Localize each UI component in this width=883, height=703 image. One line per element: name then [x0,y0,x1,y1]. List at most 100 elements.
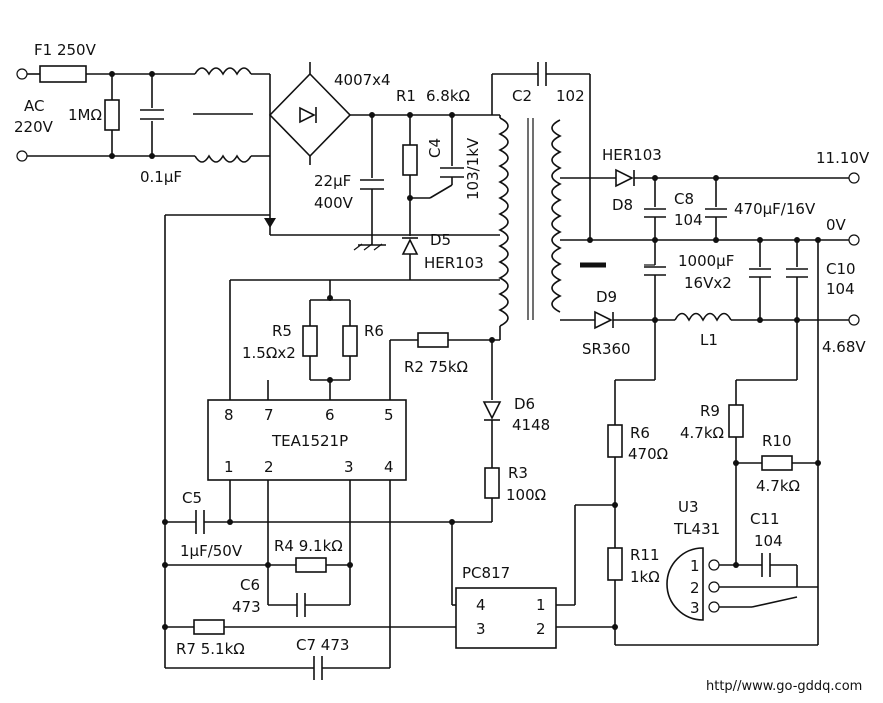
label-r1-value: 6.8kΩ [426,87,470,105]
label-22uf-value: 400V [314,194,354,212]
label-ic: TEA1521P [271,432,348,450]
diode-d9 [594,310,613,330]
label-u3-pin3: 3 [690,599,700,617]
resistor-r3 [484,467,500,499]
shunt-regulator-tl431 [666,547,704,621]
label-r6-secondary: R6 [630,424,650,442]
label-tl431: TL431 [673,520,720,538]
label-c2: C2 [512,87,532,105]
diode-d5 [401,238,419,255]
label-r1: R1 [396,87,416,105]
label-1110v: 11.10V [816,149,870,167]
label-1000uf-value: 16Vx2 [684,274,732,292]
label-0v: 0V [826,216,847,234]
choke-coil-bottom [194,154,252,163]
label-468v: 4.68V [822,338,866,356]
label-r5: R5 [272,322,292,340]
choke-coil-top [194,67,252,76]
label-pc-pin2: 2 [536,620,546,638]
resistor-r1 [402,144,418,176]
label-pc-pin3: 3 [476,620,486,638]
secondary-section [594,168,860,646]
label-r6-primary: R6 [364,322,384,340]
bridge-diode [299,106,316,124]
resistor-r10 [761,455,793,471]
diode-d8 [615,168,634,188]
label-c4-value: 103/1kV [464,137,482,200]
label-pin8: 8 [224,406,234,424]
resistor-r4 [295,557,327,573]
label-u3-pin1: 1 [690,557,700,575]
label-r6-secondary-value: 470Ω [628,445,668,463]
label-r11-value: 1kΩ [630,568,660,586]
label-r9: R9 [700,402,720,420]
label-r3: R3 [508,464,528,482]
label-pin1: 1 [224,458,234,476]
resistor-r6-primary [342,325,358,357]
label-c8-value: 104 [674,211,703,229]
resistor-r6-secondary [607,424,623,458]
label-r7: R7 5.1kΩ [176,640,245,658]
resistor-1m [104,99,120,131]
optocoupler-pc817 [455,587,557,649]
label-r10-value: 4.7kΩ [756,477,800,495]
label-220v: 220V [14,118,54,136]
transformer-secondary [551,119,562,313]
inductor-l1 [674,312,732,322]
output-terminal-468v [848,314,860,326]
resistor-r2 [417,332,449,348]
label-c11: C11 [750,510,780,528]
label-pc817: PC817 [462,564,510,582]
label-1000uf: 1000μF [678,252,734,270]
label-pin7: 7 [264,406,274,424]
resistor-r11 [607,547,623,581]
label-22uf: 22μF [314,172,351,190]
label-pc-pin4: 4 [476,596,486,614]
label-r3-value: 100Ω [506,486,546,504]
label-r2: R2 75kΩ [404,358,468,376]
label-r10: R10 [762,432,792,450]
label-pin2: 2 [264,458,274,476]
transformer-primary [498,117,509,327]
label-d8: D8 [612,196,633,214]
label-c6: C6 [240,576,260,594]
label-ac: AC [24,97,44,115]
ic-tea1521p [207,399,407,481]
label-c4: C4 [426,138,444,158]
label-her103: HER103 [602,146,662,164]
ac-terminal-bottom [16,150,28,162]
label-r5-value: 1.5Ωx2 [242,344,296,362]
label-l1: L1 [700,331,718,349]
label-r4: R4 9.1kΩ [274,537,343,555]
label-01uf: 0.1μF [140,168,182,186]
label-r9-value: 4.7kΩ [680,424,724,442]
resistor-r5 [302,325,318,357]
label-url: http//www.go-gddq.com [706,679,862,694]
label-c7: C7 473 [296,636,349,654]
fuse-f1 [39,65,87,83]
label-c6-value: 473 [232,598,261,616]
diode-d6 [482,401,502,420]
label-c5-value: 1μF/50V [180,542,243,560]
label-c5: C5 [182,489,202,507]
label-pin6: 6 [325,406,335,424]
label-d6: D6 [514,395,535,413]
label-bridge: 4007x4 [334,71,391,89]
primary-section [162,62,760,680]
label-c11-value: 104 [754,532,783,550]
output-terminal-1110v [848,172,860,184]
label-pin5: 5 [384,406,394,424]
label-c10-value: 104 [826,280,855,298]
output-terminal-0v [848,234,860,246]
label-1m: 1MΩ [68,106,102,124]
label-u3-pin2: 2 [690,579,700,597]
label-470uf: 470μF/16V [734,200,816,218]
resistor-r9 [728,404,744,438]
label-d5-value: HER103 [424,254,484,272]
label-c10: C10 [826,260,856,278]
label-sr360: SR360 [582,340,631,358]
label-u3: U3 [678,498,699,516]
label-r11: R11 [630,546,660,564]
